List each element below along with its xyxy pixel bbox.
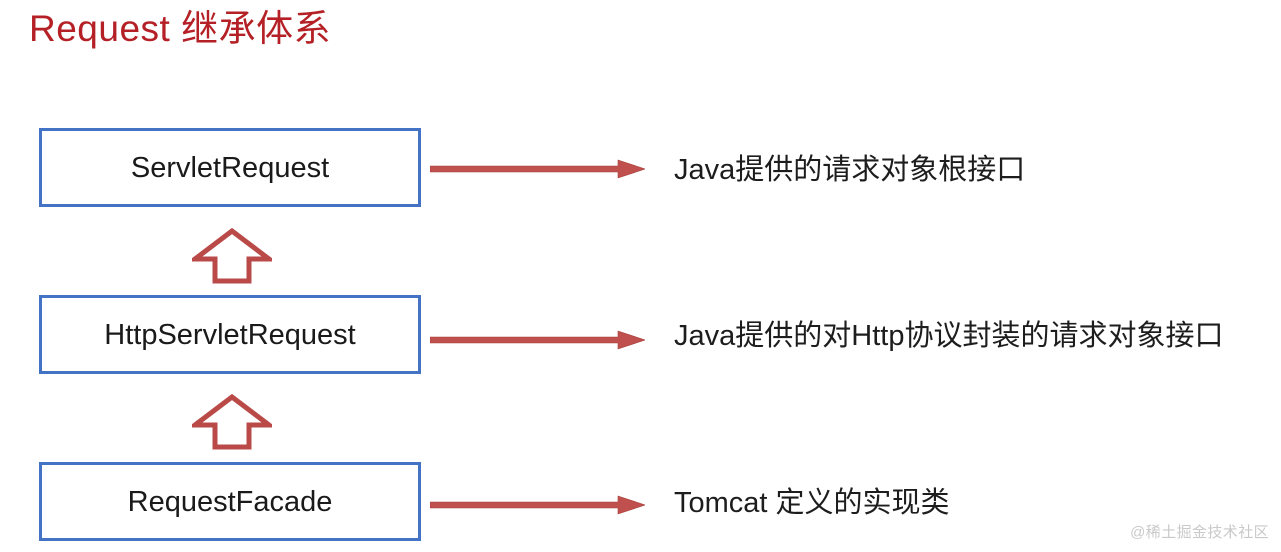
node-label: ServletRequest bbox=[130, 151, 330, 184]
node-box-httpservletrequest[interactable]: HttpServletRequest bbox=[39, 295, 421, 374]
callout-arrow-icon bbox=[429, 158, 646, 180]
callout-arrow-icon bbox=[429, 494, 646, 516]
node-box-servletrequest[interactable]: ServletRequest bbox=[39, 128, 421, 207]
annotation-text: Java提供的对Http协议封装的请求对象接口 bbox=[674, 320, 1224, 352]
page-title: Request 继承体系 bbox=[29, 8, 332, 49]
annotation-text: Java提供的请求对象根接口 bbox=[674, 154, 1026, 186]
node-label: HttpServletRequest bbox=[104, 318, 356, 351]
inheritance-up-arrow-icon bbox=[187, 227, 277, 284]
watermark: @稀土掘金技术社区 bbox=[1130, 524, 1269, 541]
node-label: RequestFacade bbox=[127, 485, 333, 518]
inheritance-up-arrow-icon bbox=[187, 393, 277, 450]
node-box-requestfacade[interactable]: RequestFacade bbox=[39, 462, 421, 541]
annotation-text: Tomcat 定义的实现类 bbox=[674, 487, 950, 519]
callout-arrow-icon bbox=[429, 329, 646, 351]
